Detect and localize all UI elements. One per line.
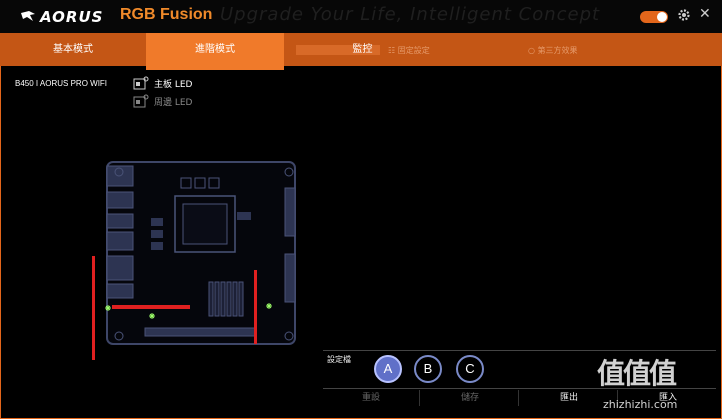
profile-b-button[interactable]: B xyxy=(414,355,442,383)
tab-label: 監控 xyxy=(352,44,373,55)
tab-monitor[interactable]: 監控 xyxy=(325,33,400,66)
profile-c-button[interactable]: C xyxy=(456,355,484,383)
ghost-third-party: ○ 第三方效果 xyxy=(528,46,578,55)
profile-a-button[interactable]: A xyxy=(374,355,402,383)
export-button[interactable]: 匯出 xyxy=(521,390,618,406)
eagle-icon xyxy=(21,11,35,21)
led-peripheral-icon xyxy=(133,94,149,108)
tab-label: 基本模式 xyxy=(53,44,93,55)
led-board-icon xyxy=(133,76,149,90)
device-name: B450 I AORUS PRO WIFI xyxy=(15,79,108,88)
profile-label: 設定檔 xyxy=(327,355,351,364)
led-item-motherboard[interactable]: 主板 LED xyxy=(133,76,193,91)
title-bar: Upgrade Your Life, Intelligent Concept A… xyxy=(0,0,722,33)
watermark-url: zhizhizhi.com xyxy=(603,398,678,411)
logo-text: AORUS xyxy=(40,8,104,26)
gear-icon[interactable] xyxy=(677,8,691,22)
ghost-fixed-setting: ☷ 固定設定 xyxy=(388,46,430,55)
power-toggle[interactable] xyxy=(640,11,668,23)
motherboard-diagram xyxy=(92,161,296,360)
tab-advanced-mode[interactable]: 進階模式 xyxy=(146,33,284,70)
mode-tabs: 基本模式 進階模式 監控 ☷ 固定設定 ○ 第三方效果 xyxy=(0,33,722,70)
led-label: 周邊 LED xyxy=(154,98,193,108)
ghost-box xyxy=(296,45,380,55)
close-icon[interactable]: ✕ xyxy=(699,6,711,22)
import-button[interactable]: 匯入 xyxy=(658,393,677,403)
reset-button[interactable]: 重設 xyxy=(323,390,420,406)
led-label: 主板 LED xyxy=(154,80,193,90)
title-bar-background-text: Upgrade Your Life, Intelligent Concept xyxy=(220,4,601,25)
led-item-peripheral[interactable]: 周邊 LED xyxy=(133,94,193,109)
action-bar: 重設 儲存 匯出 匯入 xyxy=(323,390,722,406)
watermark-text: 值值值 xyxy=(597,357,677,390)
app-title: RGB Fusion xyxy=(120,6,213,23)
tab-basic-mode[interactable]: 基本模式 xyxy=(0,33,146,66)
aorus-logo: AORUS xyxy=(20,8,103,26)
profile-panel: 設定檔 A B C xyxy=(323,350,716,389)
save-button[interactable]: 儲存 xyxy=(422,390,519,406)
tab-label: 進階模式 xyxy=(195,44,235,55)
